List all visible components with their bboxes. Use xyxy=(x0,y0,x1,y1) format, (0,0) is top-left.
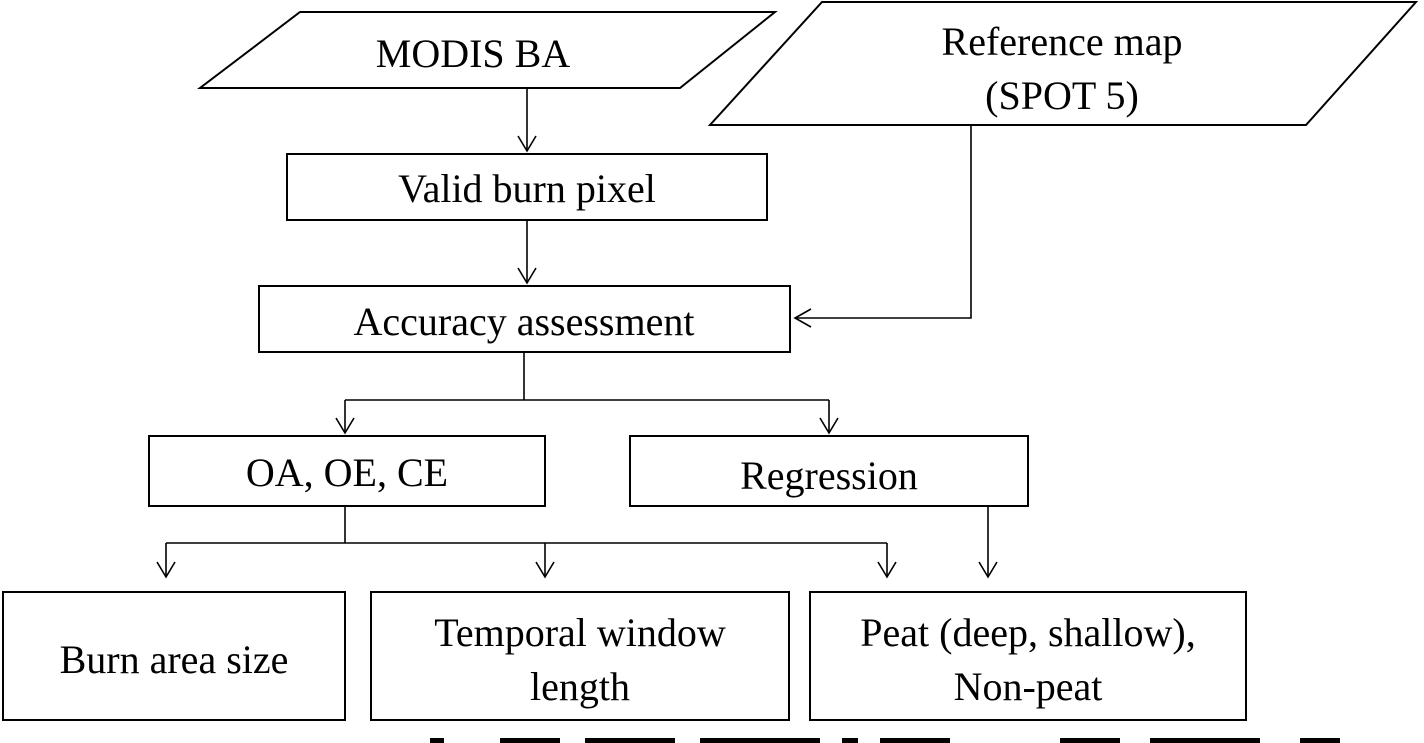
node-burn-area-size-label: Burn area size xyxy=(60,637,289,682)
connector-modis-to-valid xyxy=(517,88,537,153)
node-regression: Regression xyxy=(629,435,1029,507)
node-accuracy-assessment-label: Accuracy assessment xyxy=(354,299,695,344)
caption-fragment xyxy=(430,738,444,743)
arrow-head-icon xyxy=(517,135,537,153)
node-valid-burn-pixel: Valid burn pixel xyxy=(286,153,768,221)
node-temporal-window-length-label-line1: Temporal window xyxy=(434,610,726,655)
node-modis-ba: MODIS BA xyxy=(197,11,778,89)
cropped-caption-fragments xyxy=(430,738,1340,743)
rect-shape xyxy=(286,153,768,221)
node-reference-map-label-line1: Reference map xyxy=(942,19,1183,64)
node-modis-ba-label: MODIS BA xyxy=(376,31,571,76)
arrow-head-icon xyxy=(535,561,555,579)
connector-line xyxy=(796,125,972,319)
arrow-head-icon xyxy=(517,267,537,285)
caption-fragment xyxy=(1300,738,1340,743)
rect-shape xyxy=(629,435,1029,507)
node-oa-oe-ce: OA, OE, CE xyxy=(148,435,546,507)
node-burn-area-size: Burn area size xyxy=(2,591,346,721)
arrow-head-icon xyxy=(335,417,355,435)
node-accuracy-assessment: Accuracy assessment xyxy=(258,285,791,353)
connector-valid-to-accuracy xyxy=(517,220,537,285)
caption-fragment xyxy=(1060,738,1120,743)
node-regression-label: Regression xyxy=(740,453,918,498)
node-temporal-window-length: Temporal window length xyxy=(370,591,790,721)
rect-shape xyxy=(809,591,1247,721)
parallelogram-shape xyxy=(197,11,778,89)
connector-oa-split xyxy=(156,506,897,579)
connector-reference-to-accuracy xyxy=(793,125,972,328)
arrow-head-icon xyxy=(819,417,839,435)
caption-fragment xyxy=(700,738,820,743)
node-reference-map: Reference map (SPOT 5) xyxy=(707,1,1419,126)
rect-shape xyxy=(370,591,790,721)
arrow-head-icon xyxy=(877,561,897,579)
arrow-head-icon xyxy=(156,561,176,579)
caption-fragment xyxy=(1150,738,1260,743)
parallelogram-shape xyxy=(707,1,1419,126)
node-oa-oe-ce-label: OA, OE, CE xyxy=(246,450,448,495)
caption-fragment xyxy=(842,738,858,743)
node-temporal-window-length-label-line2: length xyxy=(530,664,630,709)
arrow-head-icon xyxy=(793,308,812,328)
arrow-head-icon xyxy=(978,561,998,579)
connector-regression-to-peat xyxy=(978,506,998,579)
connector-accuracy-split xyxy=(335,352,839,435)
caption-fragment xyxy=(880,738,950,743)
node-peat-label-line1: Peat (deep, shallow), xyxy=(860,610,1195,655)
caption-fragment xyxy=(585,738,675,743)
node-reference-map-label-line2: (SPOT 5) xyxy=(985,73,1139,118)
rect-shape xyxy=(148,435,546,507)
caption-fragment xyxy=(500,738,560,743)
node-valid-burn-pixel-label: Valid burn pixel xyxy=(398,166,656,211)
node-peat: Peat (deep, shallow), Non-peat xyxy=(809,591,1247,721)
node-peat-label-line2: Non-peat xyxy=(954,664,1103,709)
rect-shape xyxy=(2,591,346,721)
